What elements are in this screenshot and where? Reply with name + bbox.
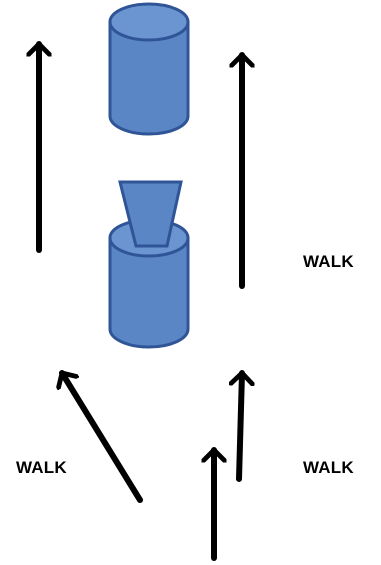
top-cylinder-body (108, 20, 190, 136)
walk-label-right-lower: WALK (303, 458, 354, 477)
funnel-shape (118, 180, 183, 248)
arrow-right-lower (239, 370, 242, 482)
bottom-cylinder-with-funnel (108, 180, 190, 349)
arrows (39, 41, 242, 561)
top-cylinder (108, 2, 190, 136)
walk-label-right-upper: WALK (303, 252, 354, 271)
bottom-cylinder-body (108, 236, 190, 349)
arrow-left-lower-diagonal (62, 370, 143, 503)
top-cylinder-cap (108, 2, 190, 42)
walk-label-left-lower: WALK (16, 458, 67, 477)
